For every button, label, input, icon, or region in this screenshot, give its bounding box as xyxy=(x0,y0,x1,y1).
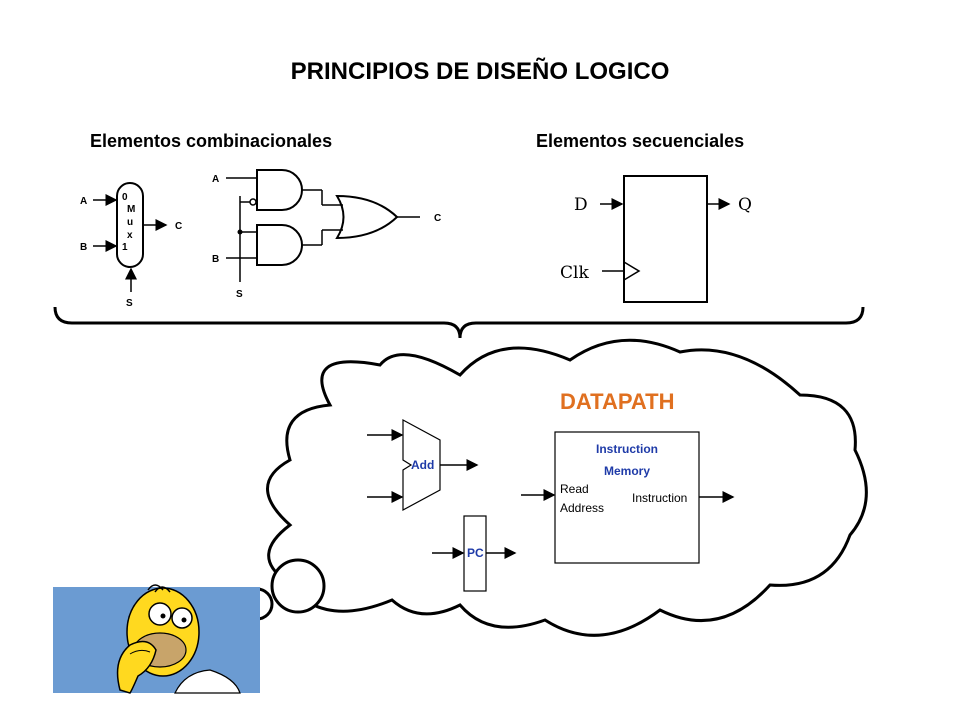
combinational-heading: Elementos combinacionales xyxy=(90,131,333,151)
imem-instruction-label: Instruction xyxy=(632,491,687,505)
mux-input-b-label: B xyxy=(80,242,87,253)
adder-block: Add xyxy=(367,418,479,512)
flipflop-diagram: D Q Clk xyxy=(560,175,752,303)
gate-select-label: S xyxy=(236,289,243,300)
imem-read-label: Read xyxy=(560,482,589,496)
inverter-bubble xyxy=(249,198,257,206)
flipflop-clk-label: Clk xyxy=(560,263,589,283)
mux-letter-m: M xyxy=(127,204,135,215)
gate-input-b-label: B xyxy=(212,254,219,265)
mux-letter-u: u xyxy=(127,217,133,228)
imem-address-label: Address xyxy=(560,501,604,515)
instruction-memory-block: Instruction Memory Read Address Instruct… xyxy=(521,431,735,564)
imem-title-line1: Instruction xyxy=(596,442,658,456)
page-title: PRINCIPIOS DE DISEÑO LOGICO xyxy=(290,58,670,85)
thought-bubble-large xyxy=(270,558,326,614)
clock-triangle xyxy=(623,261,641,281)
mux-port-1: 1 xyxy=(122,242,128,253)
gate-diagram xyxy=(226,169,420,282)
and-gate-bottom xyxy=(256,224,303,266)
mux-input-a-label: A xyxy=(80,196,87,207)
mux-port-0: 0 xyxy=(122,192,128,203)
and-gate-top xyxy=(256,169,303,211)
flipflop-box xyxy=(623,175,708,303)
grouping-brace xyxy=(53,306,865,339)
adder-label: Add xyxy=(411,458,434,472)
mux-letter-x: x xyxy=(127,230,133,241)
datapath-title: DATAPATH xyxy=(560,389,674,414)
pc-label: PC xyxy=(467,546,484,560)
imem-title-line2: Memory xyxy=(604,464,650,478)
mux-select-label: S xyxy=(126,298,133,309)
gate-input-a-label: A xyxy=(212,174,219,185)
sequential-heading: Elementos secuenciales xyxy=(536,131,745,151)
pc-block: PC xyxy=(432,515,517,592)
gate-output-label: C xyxy=(434,213,441,224)
or-gate xyxy=(335,194,399,240)
mux-output-label: C xyxy=(175,221,182,232)
flipflop-q-label: Q xyxy=(738,195,752,215)
thinking-character-image xyxy=(53,584,260,694)
mux-diagram: A B C S 0 M u x 1 xyxy=(80,182,182,309)
thought-cloud xyxy=(224,338,868,637)
flipflop-d-label: D xyxy=(574,195,588,215)
